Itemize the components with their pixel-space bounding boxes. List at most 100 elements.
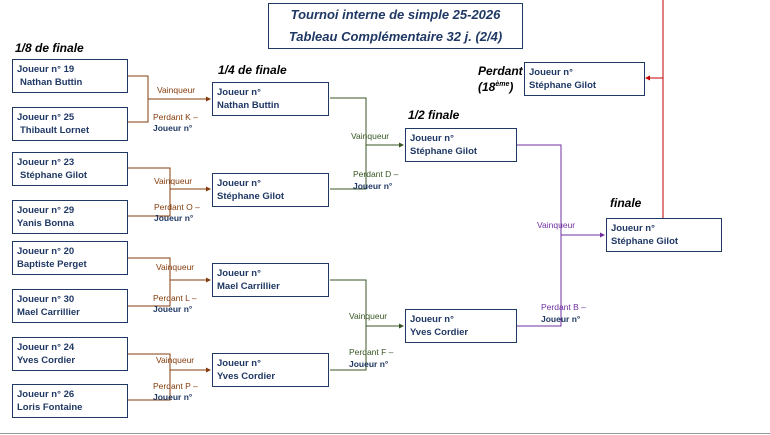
player-prefix: Joueur n° [17, 294, 61, 305]
connector-loser [647, 0, 664, 218]
loser-player-p: Joueur n° [153, 392, 193, 402]
player-number: 24 [63, 342, 75, 353]
player-number: 20 [63, 246, 75, 257]
player-name: Baptiste Perget [17, 259, 87, 270]
player-name: Stéphane Gilot [20, 170, 88, 181]
loser-label-b: Perdant B – [541, 302, 586, 312]
player-prefix: Joueur n° [17, 205, 61, 216]
arrow-qf-2 [206, 186, 211, 192]
round-label-r16: 1/8 de finale [15, 41, 84, 55]
player-name: Stéphane Gilot [217, 191, 285, 202]
loser-player-d: Joueur n° [353, 181, 393, 191]
r16-box-4: Joueur n° 29 Yanis Bonna [12, 200, 128, 234]
qf-box-2: Joueur n° Stéphane Gilot [212, 173, 329, 207]
loser-rank-suffix: ème [495, 81, 510, 88]
player-prefix: Joueur n° [410, 133, 454, 144]
connector-r16-5-6 [128, 257, 210, 307]
player-name: Stéphane Gilot [529, 80, 597, 91]
player-name: Stéphane Gilot [410, 146, 478, 157]
connector-r16-3-4 [128, 167, 210, 217]
sf-box-2: Joueur n° Yves Cordier [405, 309, 517, 343]
loser-label-f: Perdant F – [349, 347, 394, 357]
loser-box: Joueur n° Stéphane Gilot [524, 62, 645, 96]
winner-label-2: Vainqueur [154, 176, 193, 186]
connector-qf-3-4 [330, 279, 403, 371]
player-name: Stéphane Gilot [611, 236, 679, 247]
round-label-final: finale [610, 196, 642, 210]
loser-player-f: Joueur n° [349, 359, 389, 369]
loser-label-text: Perdant [478, 64, 523, 78]
title-line-1: Tournoi interne de simple 25-2026 [290, 7, 501, 22]
player-number: 29 [63, 205, 75, 216]
player-prefix: Joueur n° [217, 268, 261, 279]
player-prefix: Joueur n° [17, 112, 61, 123]
player-number: 23 [63, 157, 75, 168]
player-name: Yves Cordier [17, 355, 76, 366]
winner-label-1: Vainqueur [157, 85, 196, 95]
loser-label-o: Perdant O – [154, 202, 200, 212]
player-number: 25 [63, 112, 75, 123]
tournament-title: Tournoi interne de simple 25-2026 Tablea… [268, 3, 523, 49]
loser-label-k: Perdant K – [153, 112, 198, 122]
loser-label-l: Perdant L – [153, 293, 197, 303]
r16-box-8: Joueur n° 26 Loris Fontaine [12, 384, 128, 418]
loser-label-d: Perdant D – [353, 169, 399, 179]
arrow-final [600, 232, 605, 238]
player-prefix: Joueur n° [17, 157, 61, 168]
connector-sf [517, 144, 604, 327]
player-prefix: Joueur n° [529, 67, 573, 78]
player-prefix: Joueur n° [217, 358, 261, 369]
player-number: 30 [63, 294, 75, 305]
sf-box-1: Joueur n° Stéphane Gilot [405, 128, 517, 162]
r16-box-1: Joueur n° 19 Nathan Buttin [12, 59, 128, 93]
player-prefix: Joueur n° [17, 64, 61, 75]
arrow-sf-1 [399, 142, 404, 148]
arrow-loser [645, 75, 650, 81]
qf-box-1: Joueur n° Nathan Buttin [212, 82, 329, 116]
loser-rank: (18ème) [478, 80, 514, 94]
arrow-sf-2 [399, 323, 404, 329]
title-line-2: Tableau Complémentaire 32 j. (2/4) [288, 29, 503, 44]
loser-player-l: Joueur n° [153, 304, 193, 314]
loser-player-b: Joueur n° [541, 314, 581, 324]
player-prefix: Joueur n° [17, 389, 61, 400]
arrow-qf-1 [206, 96, 211, 102]
loser-player-o: Joueur n° [154, 213, 194, 223]
player-name: Nathan Buttin [217, 100, 280, 111]
r16-box-3: Joueur n° 23 Stéphane Gilot [12, 152, 128, 186]
winner-label-3: Vainqueur [156, 262, 195, 272]
round-label-sf: 1/2 finale [408, 108, 460, 122]
player-prefix: Joueur n° [611, 223, 655, 234]
winner-label-4: Vainqueur [156, 355, 195, 365]
loser-label-p: Perdant P – [153, 381, 198, 391]
player-name: Yves Cordier [410, 327, 469, 338]
player-name: Yves Cordier [217, 371, 276, 382]
qf-box-4: Joueur n° Yves Cordier [212, 353, 329, 387]
player-number: 26 [63, 389, 75, 400]
round-label-qf: 1/4 de finale [218, 63, 287, 77]
player-prefix: Joueur n° [17, 342, 61, 353]
player-number: 19 [63, 64, 75, 75]
player-name: Mael Carrillier [17, 307, 80, 318]
winner-label-final: Vainqueur [537, 220, 576, 230]
final-box: Joueur n° Stéphane Gilot [606, 218, 722, 252]
player-prefix: Joueur n° [217, 178, 261, 189]
player-prefix: Joueur n° [217, 87, 261, 98]
connector-r16-7-8 [128, 353, 210, 401]
loser-rank-number: 18 [482, 80, 496, 94]
qf-box-3: Joueur n° Mael Carrillier [212, 263, 329, 297]
connector-r16-1-2 [128, 75, 210, 123]
connector-qf-1-2 [330, 97, 403, 190]
r16-box-6: Joueur n° 30 Mael Carrillier [12, 289, 128, 323]
player-name: Yanis Bonna [17, 218, 75, 229]
player-name: Thibault Lornet [20, 125, 90, 136]
winner-label-sf-2: Vainqueur [349, 311, 388, 321]
loser-player-k: Joueur n° [153, 123, 193, 133]
r16-box-7: Joueur n° 24 Yves Cordier [12, 337, 128, 371]
player-name: Mael Carrillier [217, 281, 280, 292]
player-prefix: Joueur n° [410, 314, 454, 325]
player-name: Nathan Buttin [20, 77, 83, 88]
r16-box-2: Joueur n° 25 Thibault Lornet [12, 107, 128, 141]
player-prefix: Joueur n° [17, 246, 61, 257]
